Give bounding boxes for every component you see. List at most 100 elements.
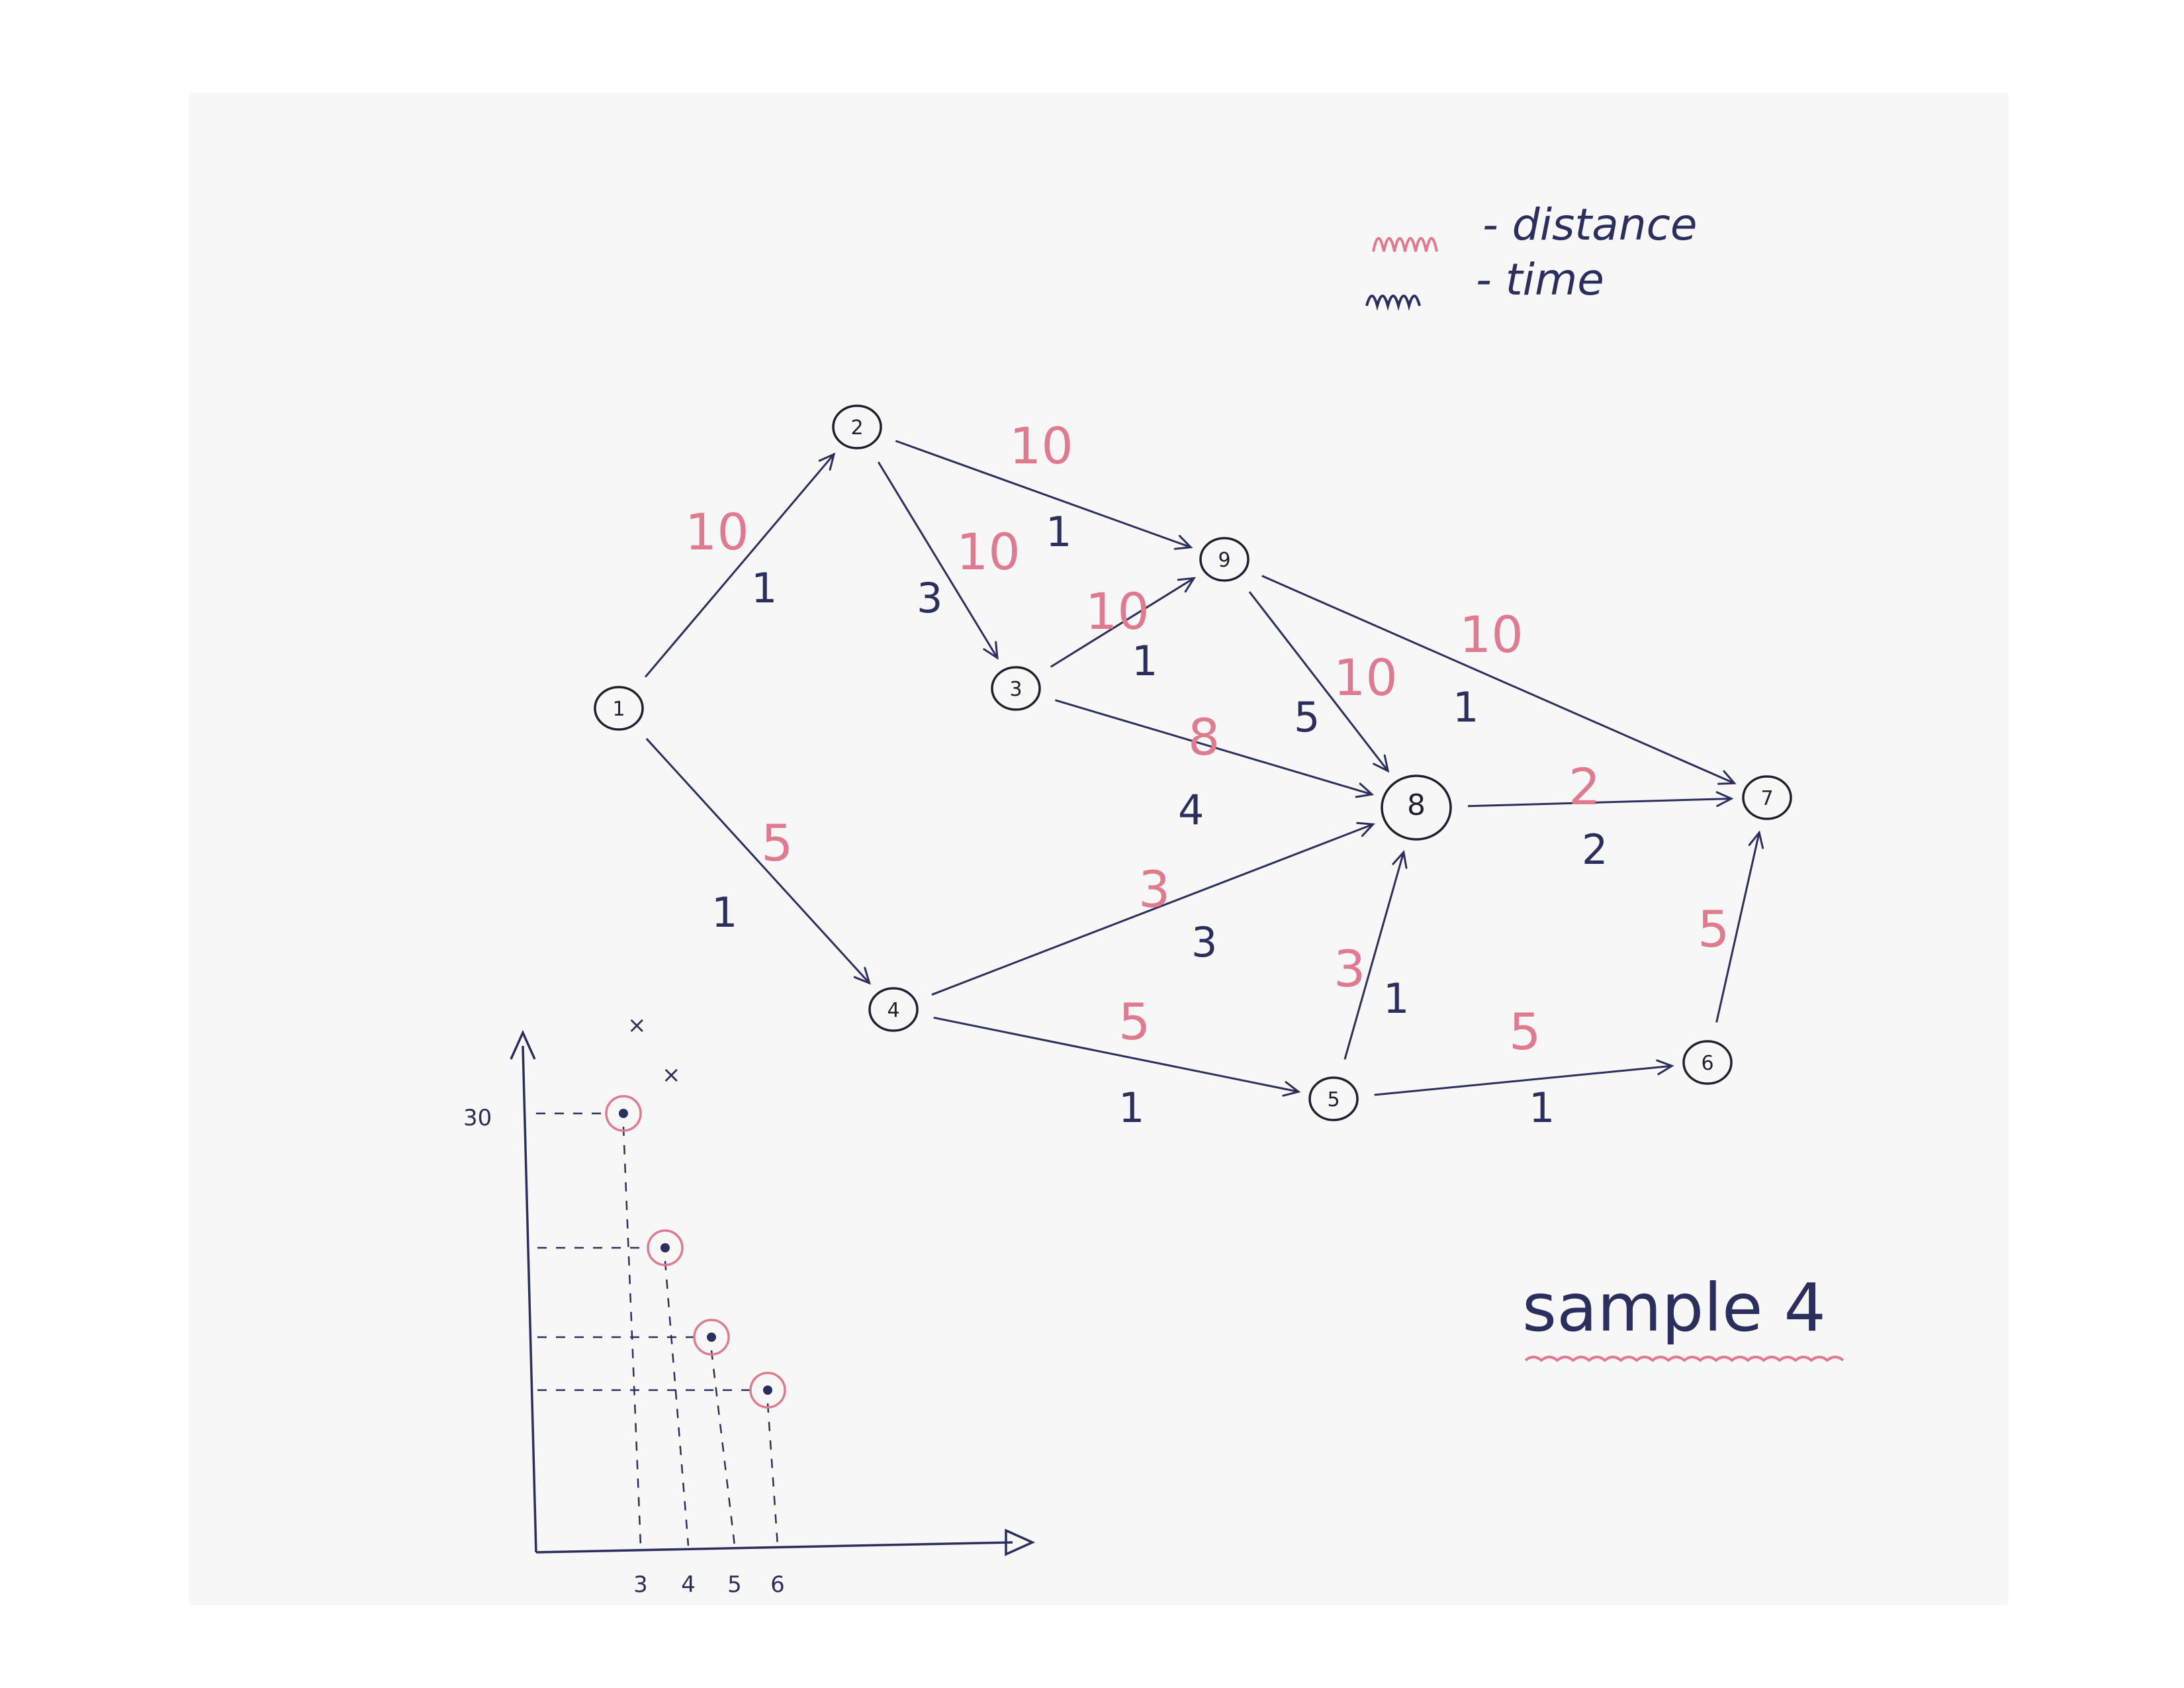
edge-5-6-time-label: 1: [1529, 1084, 1555, 1132]
inset-dashed-vertical-4: [766, 1403, 779, 1546]
edge-line: [895, 440, 1191, 549]
node-label: 9: [1218, 549, 1230, 572]
node-2: 2: [832, 404, 882, 449]
edge-3-8: [1054, 699, 1375, 798]
legend: - distance - time: [1365, 199, 1697, 311]
edge-2-3-distance-label: 10: [956, 522, 1021, 581]
edge-9-8-time-label: 5: [1294, 693, 1320, 741]
node-5: 5: [1308, 1076, 1359, 1121]
node-1: 1: [594, 686, 644, 731]
edge-line: [931, 823, 1374, 996]
edge-line: [645, 737, 870, 984]
edge-8-7-time-label: 2: [1582, 825, 1608, 874]
arrowhead: [1355, 782, 1375, 798]
edge-line: [1467, 798, 1732, 808]
edge-5-6-distance-label: 5: [1509, 1002, 1541, 1061]
edge-3-8-distance-label: 8: [1188, 708, 1220, 767]
inset-point-dot-2: [660, 1243, 670, 1252]
node-label: 1: [612, 698, 625, 721]
edge-9-7: [1261, 575, 1737, 785]
arrowhead: [1373, 754, 1390, 773]
edge-2-3-time-label: 3: [917, 574, 942, 622]
arrowhead: [818, 452, 836, 471]
inset-x-axis: [535, 1541, 1013, 1554]
arrowhead: [1656, 1059, 1674, 1076]
edge-4-5-time-label: 1: [1118, 1084, 1144, 1132]
node-label: 8: [1407, 788, 1426, 822]
legend-distance-scribble: [1372, 237, 1438, 252]
edge-2-9-distance-label: 10: [1009, 416, 1073, 475]
inset-dashed-vertical-1: [622, 1126, 642, 1546]
node-6: 6: [1682, 1040, 1733, 1085]
edge-9-8-distance-label: 10: [1334, 648, 1398, 707]
edge-1-4-time-label: 1: [711, 888, 737, 937]
edge-9-7-distance-label: 10: [1459, 605, 1524, 664]
arrowhead: [1282, 1081, 1301, 1097]
inset-point-ring-3: [693, 1319, 730, 1356]
node-circle: [1682, 1040, 1733, 1085]
edge-6-7: [1715, 830, 1764, 1023]
inset-y-axis: [522, 1045, 537, 1553]
edge-8-7: [1467, 791, 1734, 808]
edge-line: [1715, 832, 1760, 1023]
edge-line: [1261, 575, 1735, 784]
edge-9-8: [1248, 591, 1390, 773]
edge-9-7-time-label: 1: [1453, 683, 1479, 731]
edge-4-8-distance-label: 3: [1138, 860, 1170, 919]
inset-point-dot-1: [619, 1109, 628, 1118]
node-label: 5: [1327, 1088, 1340, 1111]
arrowhead: [1717, 770, 1737, 785]
node-circle: [1199, 537, 1250, 582]
sample-title: sample 4: [1522, 1269, 1826, 1346]
node-8: 8: [1381, 774, 1452, 841]
node-label: 2: [850, 416, 863, 440]
edge-1-2: [644, 452, 836, 678]
node-3: 3: [991, 666, 1041, 711]
edge-2-9: [895, 440, 1193, 550]
edges-layer: [644, 440, 1764, 1097]
inset-y-tick-30: 30: [463, 1105, 492, 1131]
edge-line: [1054, 699, 1373, 796]
inset-point-ring-1: [605, 1095, 642, 1132]
edge-line: [877, 461, 999, 659]
edge-4-5-distance-label: 5: [1118, 992, 1150, 1051]
inset-cross-mark-2: ×: [662, 1062, 681, 1088]
edge-line: [933, 1016, 1299, 1093]
inset-point-ring-4: [749, 1372, 786, 1409]
arrowhead: [1177, 577, 1197, 593]
node-label: 6: [1701, 1052, 1713, 1075]
edge-4-8: [931, 821, 1375, 996]
paper-sheet: [189, 93, 2009, 1605]
node-circle: [991, 666, 1041, 711]
inset-x-tick-2: 4: [681, 1571, 696, 1598]
sample-title-underline: [1524, 1356, 1844, 1362]
node-circle: [1381, 774, 1452, 841]
edge-3-8-time-label: 4: [1178, 786, 1204, 834]
edge-line: [1248, 591, 1389, 772]
edge-1-4: [645, 737, 871, 985]
inset-point-dot-3: [707, 1333, 716, 1342]
node-label: 3: [1009, 678, 1022, 701]
node-circle: [832, 404, 882, 449]
edge-1-2-distance-label: 10: [685, 502, 749, 561]
arrowhead: [1173, 535, 1193, 550]
edge-5-8-distance-label: 3: [1334, 939, 1365, 998]
inset-dashed-vertical-3: [710, 1350, 736, 1546]
edge-3-9: [1050, 577, 1197, 668]
edge-4-5: [933, 1016, 1301, 1097]
inset-x-tick-4: 6: [770, 1571, 785, 1598]
inset-cross-mark-1: ×: [627, 1012, 647, 1039]
edge-8-7-distance-label: 2: [1569, 757, 1600, 816]
legend-time-label: - time: [1476, 254, 1604, 305]
edge-5-8-time-label: 1: [1383, 974, 1409, 1023]
arrowhead: [1715, 791, 1734, 808]
inset-x-tick-1: 3: [633, 1571, 648, 1598]
arrowhead: [1356, 821, 1375, 837]
edge-1-4-distance-label: 5: [761, 814, 793, 872]
sample-title-group: sample 4: [1522, 1269, 1844, 1362]
edge-2-9-time-label: 1: [1046, 508, 1071, 556]
inset-y-axis-arrow: [510, 1029, 536, 1060]
